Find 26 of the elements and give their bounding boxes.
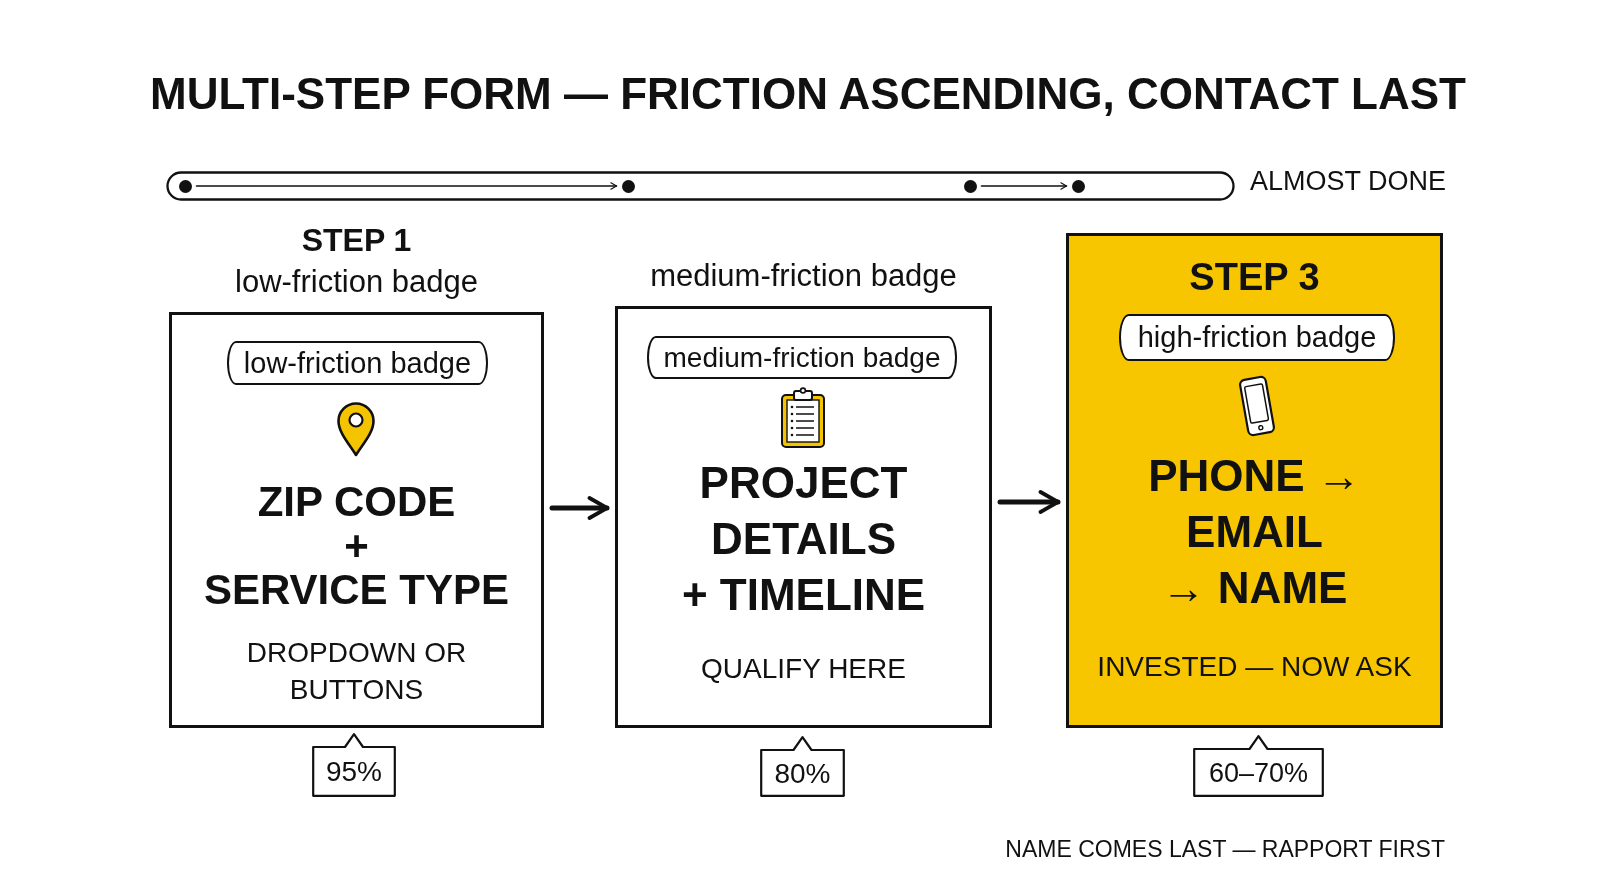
completion-rate: 95% xyxy=(326,756,382,788)
friction-badge: medium-friction badge xyxy=(647,336,957,379)
progress-dot xyxy=(178,179,192,193)
step-fields: ZIP CODE + SERVICE TYPE xyxy=(204,480,509,612)
step-fields: PROJECT DETAILS + TIMELINE xyxy=(681,455,926,623)
step-fields: PHONE → EMAIL → NAME xyxy=(1148,448,1361,616)
flow-arrow xyxy=(549,496,610,520)
step-heading: STEP 3 xyxy=(1188,255,1321,299)
step-note: INVESTED — NOW ASK xyxy=(1096,650,1413,684)
footnote: NAME COMES LAST — RAPPORT FIRST xyxy=(1005,835,1445,864)
step-note: DROPDOWN OR BUTTONS xyxy=(246,636,467,707)
progress-arrow xyxy=(980,182,1068,190)
progress-dot xyxy=(621,179,635,193)
step-caption: medium-friction badge xyxy=(649,258,958,294)
step-heading: STEP 1 xyxy=(300,221,413,259)
friction-badge: high-friction badge xyxy=(1119,314,1395,361)
step-caption: low-friction badge xyxy=(234,264,479,300)
completion-rate: 80% xyxy=(774,757,831,790)
progress-dot xyxy=(1071,179,1085,193)
progress-label: ALMOST DONE xyxy=(1250,165,1447,198)
diagram-title: MULTI-STEP FORM — FRICTION ASCENDING, CONTACT LAST xyxy=(150,68,1466,120)
friction-badge: low-friction badge xyxy=(227,341,488,385)
step-note: QUALIFY HERE xyxy=(700,652,907,686)
progress-dot xyxy=(963,179,977,193)
completion-rate: 60–70% xyxy=(1208,757,1309,789)
flow-arrow xyxy=(997,490,1061,514)
